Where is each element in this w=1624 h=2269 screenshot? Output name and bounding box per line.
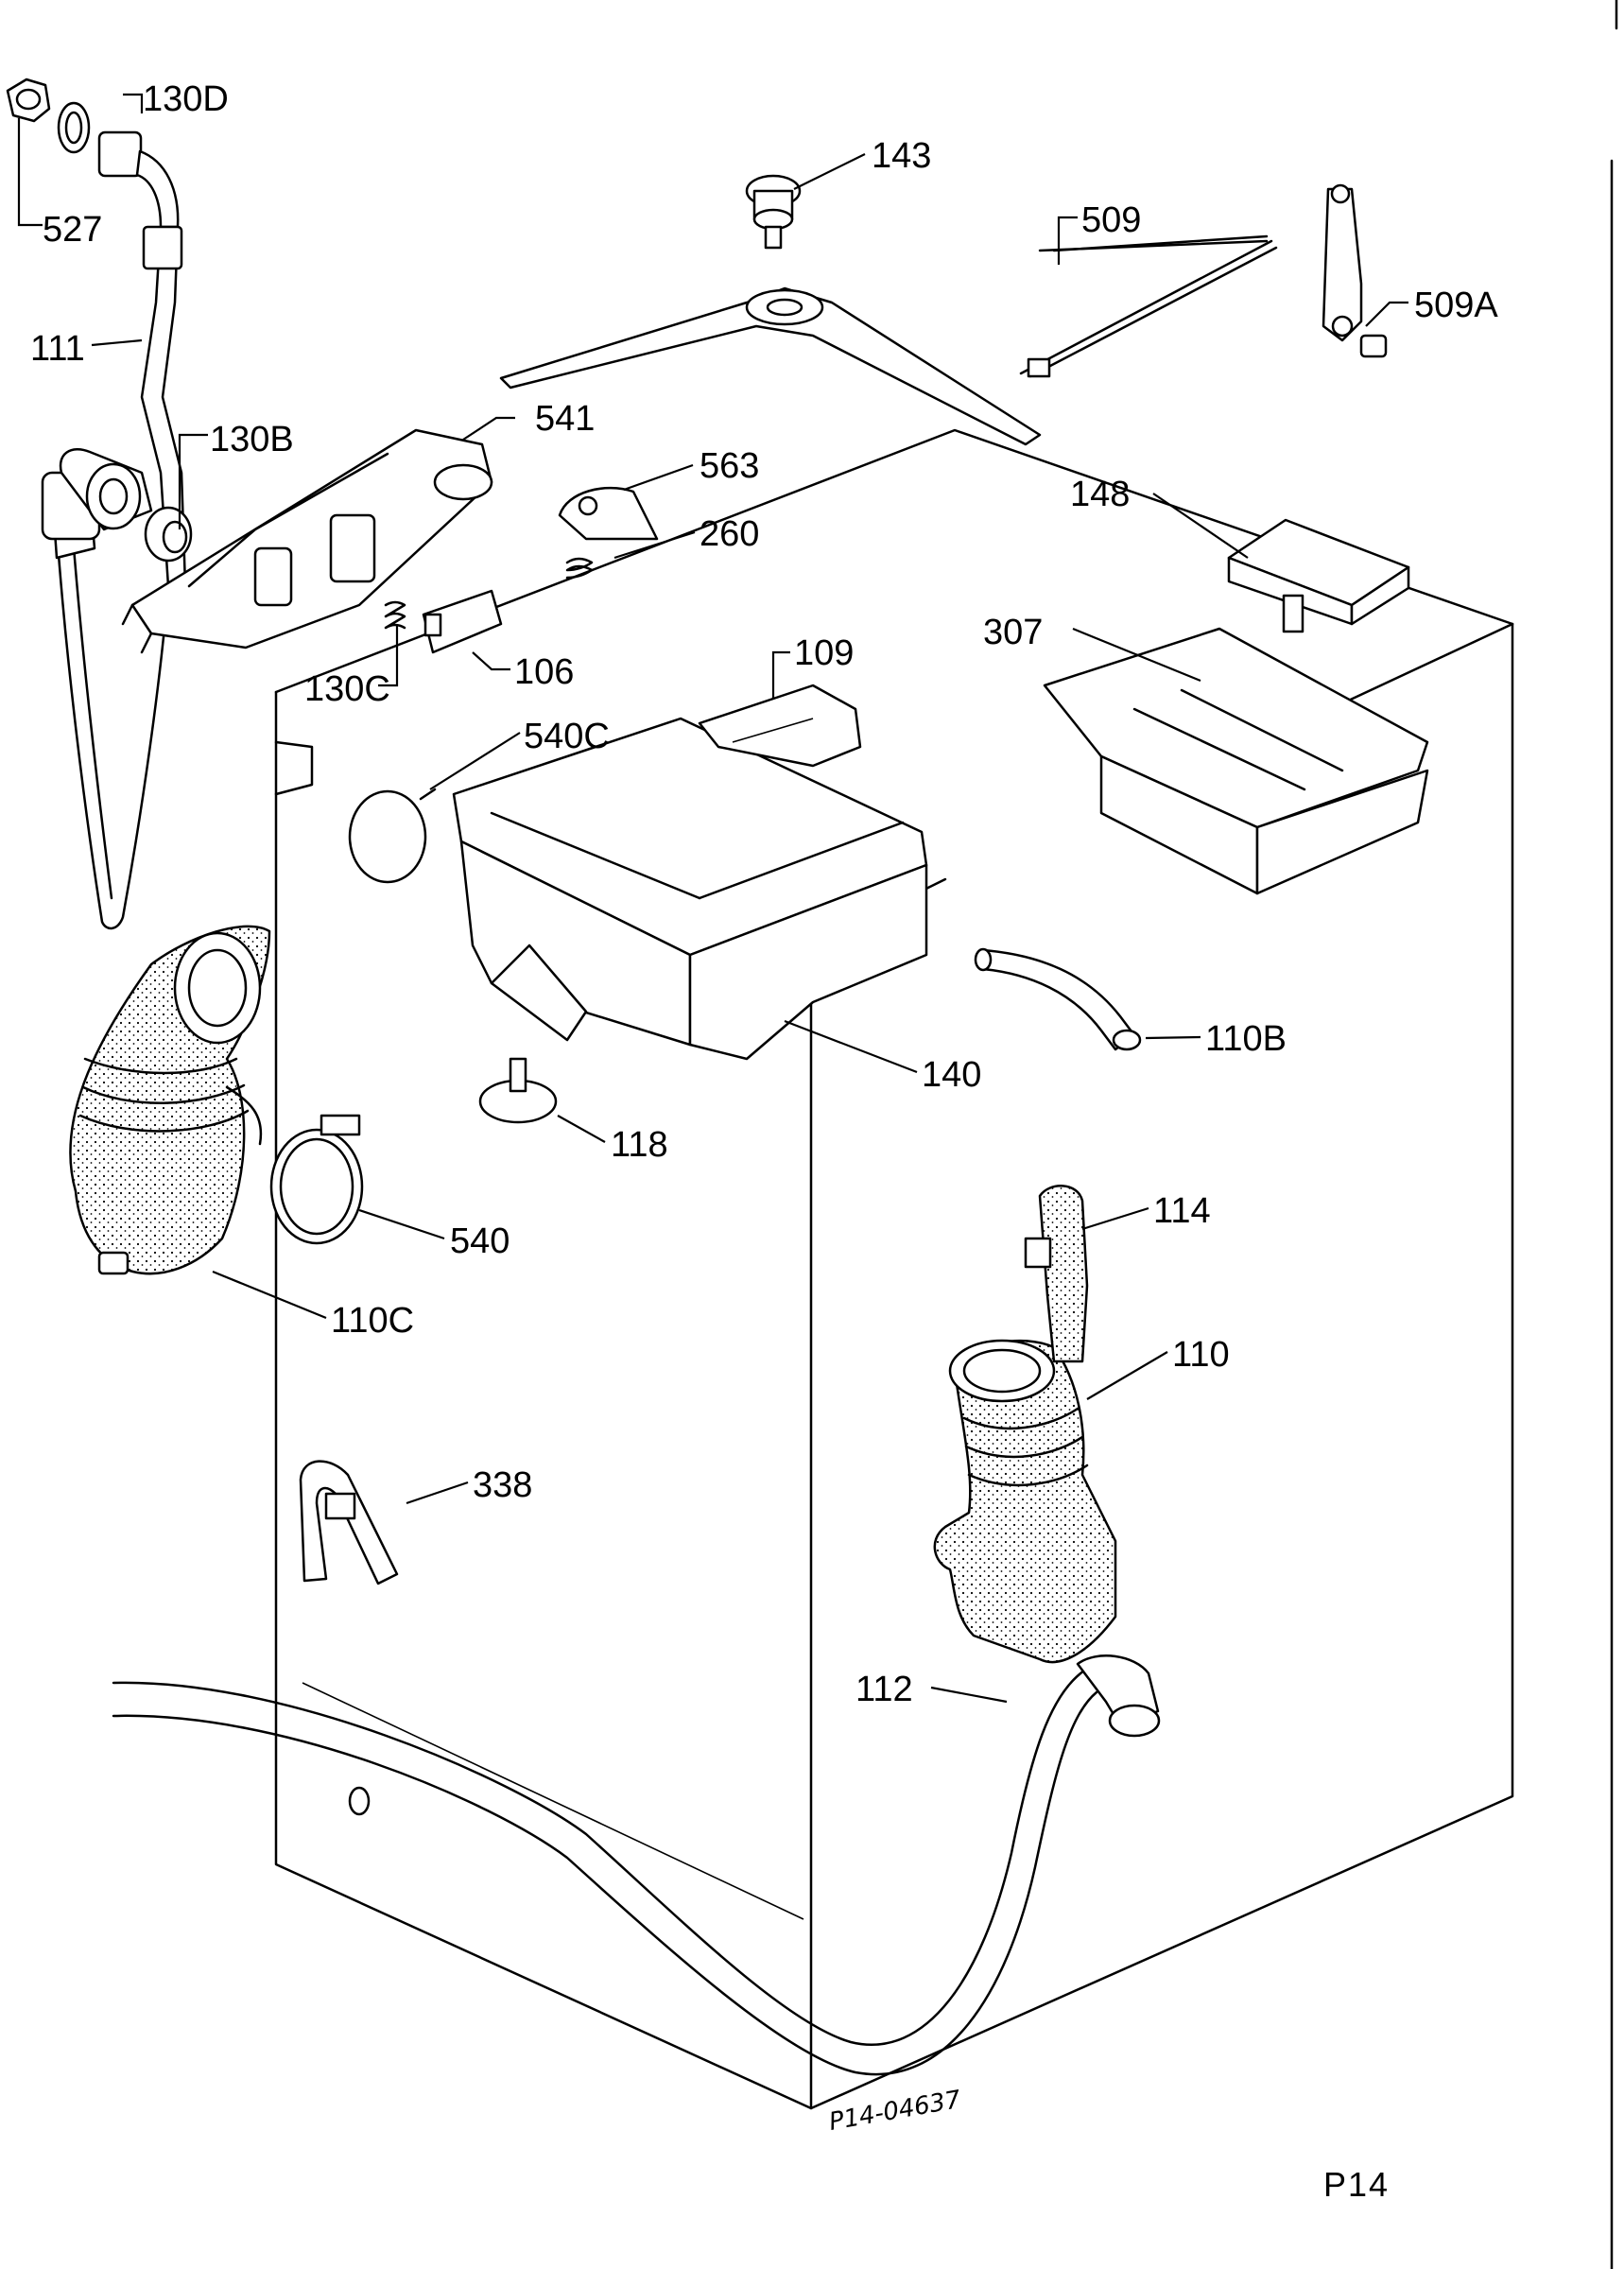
leader-lines xyxy=(17,93,1408,1704)
part-130c-spring xyxy=(384,600,406,630)
label-338: 338 xyxy=(473,1465,533,1505)
cabinet-outline xyxy=(274,428,1514,2110)
part-110-sump-hose xyxy=(933,1339,1117,1664)
part-527-nut xyxy=(6,78,51,123)
part-110c-bellows-hose xyxy=(69,925,271,1275)
label-509: 509 xyxy=(1081,200,1142,240)
label-111: 111 xyxy=(30,329,85,369)
part-540-clamp xyxy=(269,1114,364,1245)
page-number: P14 xyxy=(1323,2165,1391,2204)
label-110c: 110C xyxy=(331,1301,415,1341)
label-143: 143 xyxy=(872,136,932,176)
part-143-knob xyxy=(745,174,802,250)
label-112: 112 xyxy=(855,1670,913,1709)
part-109-valve-block xyxy=(698,684,862,768)
label-140: 140 xyxy=(922,1055,982,1095)
part-563-cam xyxy=(558,487,659,541)
label-110b: 110B xyxy=(1205,1019,1287,1059)
part-148-drawer-handle xyxy=(1227,518,1410,633)
label-307: 307 xyxy=(983,613,1044,652)
part-541-valve-bracket xyxy=(121,428,493,654)
part-106-clip xyxy=(422,589,503,654)
part-114-pressure-tube xyxy=(1024,1185,1089,1363)
part-130d-washer xyxy=(57,101,91,154)
part-509a-arm xyxy=(1322,183,1388,358)
part-118-impeller xyxy=(478,1057,558,1124)
label-563: 563 xyxy=(700,446,760,486)
label-148: 148 xyxy=(1070,475,1131,514)
part-112-drain-hose xyxy=(112,1654,1161,2076)
part-140-dispenser-housing xyxy=(452,717,928,1061)
part-540c-clamp xyxy=(348,788,437,884)
label-527: 527 xyxy=(43,210,103,250)
label-110: 110 xyxy=(1172,1335,1230,1375)
label-540: 540 xyxy=(450,1221,510,1261)
part-130b-filter xyxy=(144,506,193,563)
part-307-dispenser-drawer xyxy=(1043,627,1429,895)
part-338-hose-hook xyxy=(299,1460,399,1585)
label-541: 541 xyxy=(535,399,596,439)
label-130c: 130C xyxy=(304,669,390,709)
label-118: 118 xyxy=(611,1125,668,1165)
label-109: 109 xyxy=(794,633,855,673)
label-540c: 540C xyxy=(524,717,610,756)
label-130b: 130B xyxy=(210,420,294,459)
part-509-lever xyxy=(499,234,1278,446)
label-509a: 509A xyxy=(1414,286,1498,325)
part-260-spring xyxy=(565,557,594,580)
part-110b-small-hose xyxy=(974,947,1142,1051)
label-114: 114 xyxy=(1153,1191,1211,1231)
label-260: 260 xyxy=(700,514,760,554)
label-130d: 130D xyxy=(143,79,229,119)
part-111-inlet-hose xyxy=(41,130,187,930)
label-106: 106 xyxy=(514,652,575,692)
